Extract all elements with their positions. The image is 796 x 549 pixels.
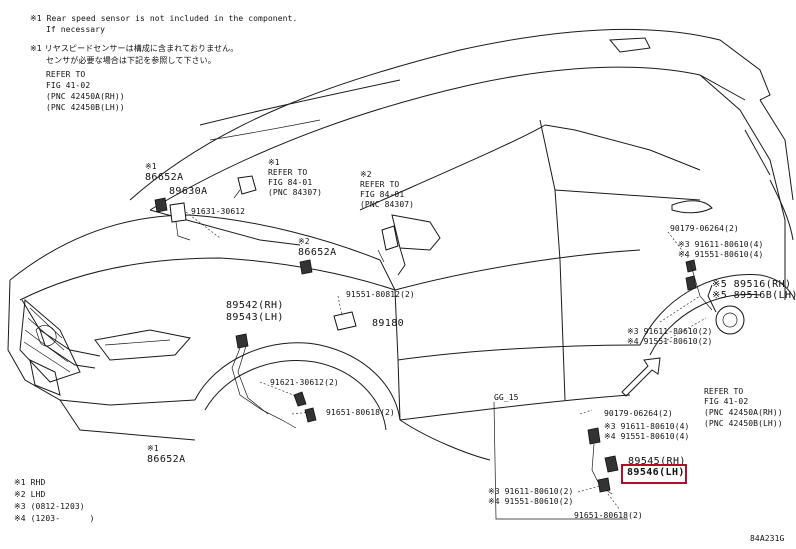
part-89180[interactable]: 89180	[372, 318, 405, 329]
label-b-refer: REFER TO	[268, 168, 308, 177]
label-c-refer: REFER TO	[360, 180, 400, 189]
label-r-refer: REFER TO	[704, 387, 744, 396]
part-91651-80618-rear[interactable]: 91651-80618(2)	[574, 511, 643, 520]
highlight-box	[621, 464, 687, 484]
label-b-fig[interactable]: FIG 84-01	[268, 178, 313, 187]
part-90179-06264-b[interactable]: 90179-06264(2)	[604, 409, 673, 418]
label-h-mark: ※1	[147, 444, 159, 453]
legend-rhd: ※1 RHD	[14, 478, 46, 487]
part-89516-rh[interactable]: ※5 89516(RH)	[712, 279, 792, 290]
label-d-mark: ※2	[298, 237, 310, 246]
part-91611-80610-2a[interactable]: ※3 91611-80610(2)	[627, 327, 713, 336]
label-r-fig[interactable]: FIG 41-02	[704, 397, 749, 406]
part-91651-80618-front[interactable]: 91651-80618(2)	[326, 408, 395, 417]
note-pnc-lh: (PNC 42450B(LH))	[46, 103, 125, 112]
part-86652A-h[interactable]: 86652A	[147, 454, 186, 465]
part-89545-rh[interactable]: 89545(RH)	[628, 456, 686, 467]
part-91551-80610-2b[interactable]: ※4 91551-80610(2)	[488, 497, 574, 506]
part-91551-80812[interactable]: 91551-80812(2)	[346, 290, 415, 299]
part-86652A-a[interactable]: 86652A	[145, 172, 184, 183]
group-code-gg15: GG_15	[494, 393, 519, 402]
part-89630A[interactable]: 89630A	[169, 186, 208, 197]
legend-date-1: ※3 (0812-1203)	[14, 502, 85, 511]
label-b-mark: ※1	[268, 158, 280, 167]
part-91551-80610-4b[interactable]: ※4 91551-80610(4)	[604, 432, 690, 441]
part-86652A-d[interactable]: 86652A	[298, 247, 337, 258]
legend-date-2: ※4 (1203- )	[14, 514, 95, 523]
label-c-mark: ※2	[360, 170, 372, 179]
part-91611-80610-4b[interactable]: ※3 91611-80610(4)	[604, 422, 690, 431]
note-fig: FIG 41-02	[46, 81, 91, 90]
legend-lhd: ※2 LHD	[14, 490, 46, 499]
figure-code: 84A231G	[750, 534, 785, 543]
label-c-pnc: (PNC 84307)	[360, 200, 415, 209]
label-c-fig[interactable]: FIG 84-01	[360, 190, 405, 199]
note-pnc-rh: (PNC 42450A(RH))	[46, 92, 125, 101]
part-91631-30612[interactable]: 91631-30612	[191, 207, 246, 216]
part-91551-80610-2a[interactable]: ※4 91551-80610(2)	[627, 337, 713, 346]
part-91621-30612[interactable]: 91621-30612(2)	[270, 378, 339, 387]
part-91611-80610-2b[interactable]: ※3 91611-80610(2)	[488, 487, 574, 496]
part-89546-lh[interactable]: 89546(LH)	[627, 467, 685, 478]
label-b-pnc: (PNC 84307)	[268, 188, 323, 197]
label-a-mark: ※1	[145, 162, 157, 171]
note-line-1: ※1 Rear speed sensor is not included in …	[30, 14, 298, 23]
part-91551-80610-4a[interactable]: ※4 91551-80610(4)	[678, 250, 764, 259]
note-line-2b: センサが必要な場合は下記を参照して下さい。	[46, 56, 216, 65]
note-refer: REFER TO	[46, 70, 86, 79]
part-91611-80610-4a[interactable]: ※3 91611-80610(4)	[678, 240, 764, 249]
label-r-pnc-lh: (PNC 42450B(LH))	[704, 419, 783, 428]
part-89516B-lh[interactable]: ※5 89516B(LH)	[712, 290, 796, 301]
label-r-pnc-rh: (PNC 42450A(RH))	[704, 408, 783, 417]
part-90179-06264-a[interactable]: 90179-06264(2)	[670, 224, 739, 233]
part-89542-rh[interactable]: 89542(RH)	[226, 300, 284, 311]
note-line-1b: If necessary	[46, 25, 105, 34]
part-89543-lh[interactable]: 89543(LH)	[226, 312, 284, 323]
note-line-2: ※1 リヤスピードセンサーは構成に含まれておりません。	[30, 44, 239, 53]
